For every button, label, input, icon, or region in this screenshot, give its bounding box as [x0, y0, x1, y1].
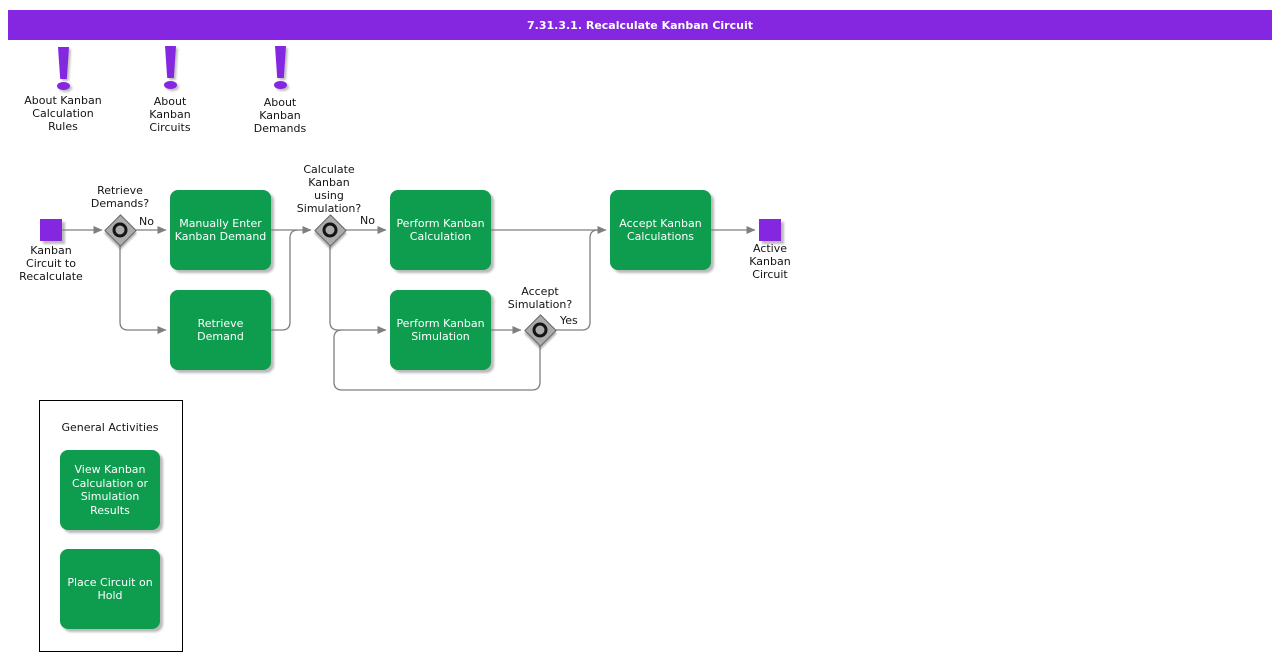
branch-label-no-2: No	[360, 214, 375, 227]
activity-accept-kanban-calculations[interactable]: Accept Kanban Calculations	[610, 190, 711, 270]
branch-label-no-1: No	[139, 215, 154, 228]
help-link-about-kanban-circuits[interactable]	[164, 46, 178, 92]
decision-circle-icon	[112, 222, 128, 238]
exclamation-icon	[165, 46, 176, 78]
diagram-title-bar: 7.31.3.1. Recalculate Kanban Circuit	[8, 10, 1272, 40]
connector	[333, 329, 541, 391]
branch-label-yes: Yes	[560, 314, 578, 327]
help-label-kanban-demands[interactable]: About Kanban Demands	[253, 96, 307, 135]
activity-manually-enter-kanban-demand[interactable]: Manually Enter Kanban Demand	[170, 190, 271, 270]
decision-accept-simulation	[524, 314, 557, 347]
help-link-about-kanban-demands[interactable]	[274, 46, 288, 92]
end-node-active-kanban-circuit[interactable]	[759, 219, 781, 241]
activity-view-kanban-calculation-or-simulation-results[interactable]: View Kanban Calculation or Simulation Re…	[60, 450, 160, 530]
connector	[119, 245, 167, 334]
decision-circle-icon	[532, 322, 548, 338]
exclamation-dot-icon	[274, 81, 287, 89]
activity-perform-kanban-calculation[interactable]: Perform Kanban Calculation	[390, 190, 491, 270]
end-node-label: Active Kanban Circuit	[749, 242, 791, 281]
start-node-label: Kanban Circuit to Recalculate	[19, 244, 83, 283]
decision-circle-icon	[322, 222, 338, 238]
decision-calculate-using-simulation-question: Calculate Kanban using Simulation?	[296, 163, 362, 215]
help-link-about-kanban-calculation-rules[interactable]	[57, 47, 71, 93]
general-activities-title: General Activities	[61, 421, 159, 434]
decision-accept-simulation-question: Accept Simulation?	[507, 285, 573, 311]
exclamation-dot-icon	[57, 82, 70, 90]
start-node-kanban-circuit-to-recalculate[interactable]	[40, 219, 62, 241]
connector	[329, 245, 387, 334]
activity-retrieve-demand[interactable]: Retrieve Demand	[170, 290, 271, 370]
connector	[271, 229, 299, 331]
activity-place-circuit-on-hold[interactable]: Place Circuit on Hold	[60, 549, 160, 629]
decision-retrieve-demands	[104, 214, 137, 247]
diagram-title: 7.31.3.1. Recalculate Kanban Circuit	[527, 18, 753, 32]
decision-calculate-using-simulation	[314, 214, 347, 247]
decision-retrieve-demands-question: Retrieve Demands?	[90, 184, 150, 210]
connector	[555, 229, 599, 331]
exclamation-icon	[58, 47, 69, 79]
exclamation-dot-icon	[164, 81, 177, 89]
help-label-calculation-rules[interactable]: About Kanban Calculation Rules	[24, 94, 102, 133]
activity-perform-kanban-simulation[interactable]: Perform Kanban Simulation	[390, 290, 491, 370]
help-label-kanban-circuits[interactable]: About Kanban Circuits	[149, 95, 191, 134]
exclamation-icon	[275, 46, 286, 78]
